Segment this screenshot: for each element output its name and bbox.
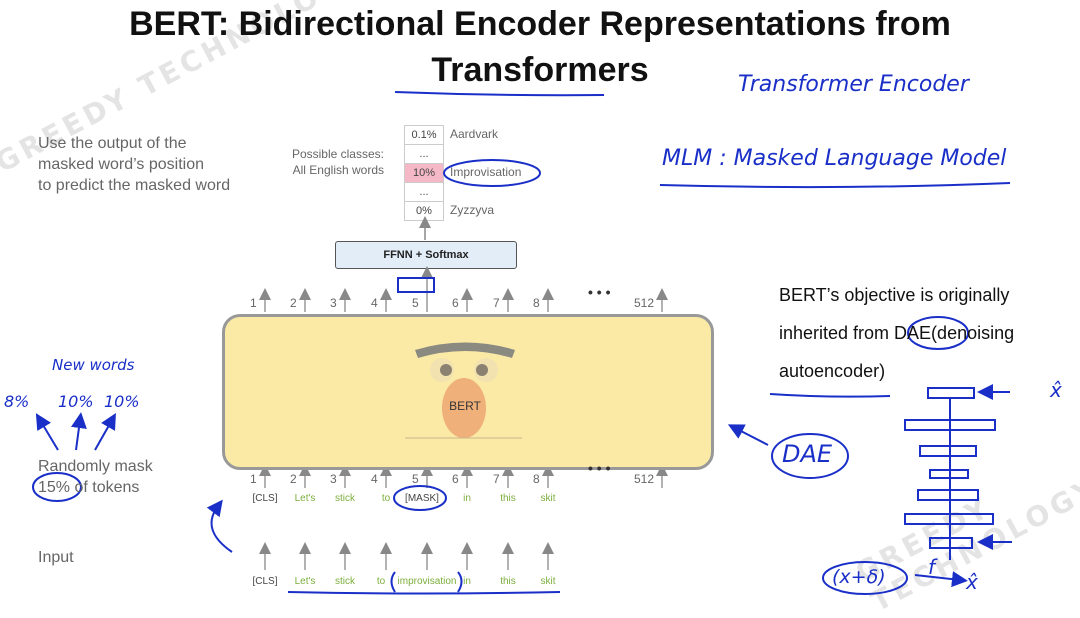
position-number: 7: [493, 296, 500, 310]
position-number: 6: [452, 296, 459, 310]
token: stick: [335, 493, 355, 504]
token: stick: [335, 576, 355, 587]
position-number: 6: [452, 472, 459, 486]
classes-label-line: All English words: [292, 163, 384, 177]
eyebrows: [415, 342, 515, 358]
handwritten-pct-2: 10%: [58, 392, 94, 411]
prob-cell: 0%: [404, 201, 444, 221]
handwritten-pct-1: 8%: [4, 392, 30, 411]
token-mask: [MASK]: [405, 493, 439, 504]
position-number: 3: [330, 472, 337, 486]
classes-label: Possible classes: All English words: [279, 146, 384, 178]
desc-line: masked word’s position: [38, 156, 205, 173]
token: this: [500, 493, 516, 504]
ffnn-softmax-box: FFNN + Softmax: [335, 241, 517, 269]
token: to: [376, 576, 386, 587]
output-description: Use the output of the masked word’s posi…: [38, 133, 230, 196]
position-number: 4: [371, 296, 378, 310]
handwritten-pct-3: 10%: [104, 392, 140, 411]
mask-suffix: of tokens: [74, 479, 140, 496]
objective-line: autoencoder): [779, 361, 886, 381]
handwritten-f: f: [928, 555, 936, 579]
ellipsis: • • •: [588, 460, 611, 476]
handwritten-transformer-encoder: Transformer Encoder: [738, 72, 969, 97]
position-number: 4: [371, 472, 378, 486]
position-number: 512: [634, 296, 655, 310]
mask-line-2: 15% of tokens: [38, 477, 153, 498]
pupil-left: [440, 364, 452, 376]
token: in: [463, 493, 471, 504]
handwritten-new-words: New words: [52, 356, 135, 374]
bert-label: BERT: [449, 399, 481, 413]
objective-line: BERT’s objective is originally: [779, 285, 1010, 305]
diagram-arrows: [32, 91, 1012, 595]
input-label: Input: [38, 549, 74, 566]
position-number: 2: [290, 296, 297, 310]
prob-cell: 0.1%: [404, 125, 444, 145]
objective-line: inherited from DAE(denoising: [779, 323, 1015, 343]
class-word: Aardvark: [450, 127, 499, 141]
handwritten-x-hat-top: x̂: [1050, 378, 1062, 402]
desc-line: to predict the masked word: [38, 177, 231, 194]
token: [CLS]: [252, 493, 278, 504]
random-mask-text: Randomly mask 15% of tokens: [38, 456, 153, 498]
page-title: BERT: Bidirectional Encoder Representati…: [129, 5, 951, 43]
token: improvisation: [397, 576, 457, 587]
desc-line: Use the output of the: [38, 135, 187, 152]
position-number: 512: [634, 472, 655, 486]
position-number: 3: [330, 296, 337, 310]
classes-label-line: Possible classes:: [291, 147, 384, 161]
class-word: Improvisation: [450, 165, 522, 179]
nose: [442, 378, 486, 438]
page-title-line2: Transformers: [431, 51, 649, 89]
position-number: 1: [250, 472, 257, 486]
mask-line: Randomly mask: [38, 458, 153, 475]
class-word: Zyzzyva: [450, 203, 495, 217]
handwritten-marks: [32, 91, 1012, 595]
position-number: 1: [250, 296, 257, 310]
token: skit: [540, 493, 556, 504]
token: skit: [540, 576, 556, 587]
position-number: 8: [533, 472, 540, 486]
token: [CLS]: [252, 576, 278, 587]
handwritten-x-hat-bottom: x̂: [966, 570, 978, 594]
token: this: [500, 576, 516, 587]
position-number: 5: [412, 296, 419, 310]
position-number: 2: [290, 472, 297, 486]
handwritten-mlm: MLM : Masked Language Model: [662, 146, 1007, 171]
mask-percent: 15%: [38, 479, 71, 496]
handwritten-x-delta: (x+δ): [832, 566, 886, 588]
token: Let's: [294, 493, 316, 504]
token: Let's: [294, 576, 316, 587]
handwritten-dae: DAE: [782, 440, 833, 468]
position-number: 8: [533, 296, 540, 310]
position-number: 5: [412, 472, 419, 486]
bert-character: [405, 342, 522, 439]
objective-text: BERT’s objective is originally inherited…: [779, 276, 1014, 390]
ellipsis: • • •: [588, 284, 611, 300]
token: to: [381, 493, 391, 504]
token: in: [463, 576, 471, 587]
position-number: 7: [493, 472, 500, 486]
pupil-right: [476, 364, 488, 376]
